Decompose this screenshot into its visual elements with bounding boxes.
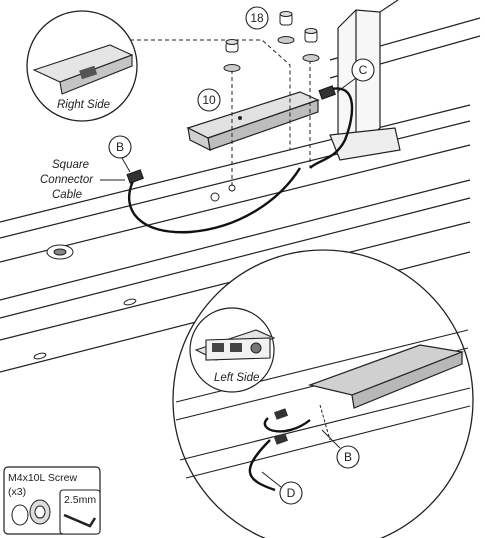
callout-d: D: [261, 471, 303, 505]
square-connector-cable: [127, 87, 354, 234]
left-side-detail: [172, 249, 474, 538]
callout-10-label: 10: [202, 93, 216, 107]
right-side-caption: Right Side: [57, 99, 110, 111]
screw-icon: [223, 39, 241, 72]
screw-spec-label: M4x10L Screw: [8, 472, 77, 484]
screw-qty-label: (x3): [8, 486, 26, 498]
right-side-detail: Right Side: [26, 10, 138, 122]
callout-d-label: D: [287, 486, 296, 500]
connector-plugs: [126, 85, 336, 184]
screw-icon: [277, 11, 295, 44]
callout-18: 18: [245, 6, 269, 30]
alignment-lines: [130, 39, 311, 188]
hex-key-icon: [63, 513, 97, 528]
callout-b-detail: B: [321, 429, 360, 469]
square-cable-line1: Square: [52, 159, 89, 171]
screws-top: [223, 11, 320, 72]
callout-10: 10: [197, 88, 221, 112]
square-cable-line2: Connector: [40, 174, 94, 186]
rail-holes: [33, 184, 236, 360]
callout-b-top-label: B: [116, 140, 124, 154]
square-cable-line3: Cable: [52, 189, 82, 201]
left-side-caption: Left Side: [214, 372, 259, 384]
callout-b-top: B: [108, 135, 132, 173]
hardware-box: M4x10L Screw (x3) 2.5mm: [3, 466, 101, 535]
callout-18-label: 18: [250, 11, 264, 25]
callout-c-label: C: [359, 63, 368, 77]
callout-b-detail-label: B: [344, 450, 352, 464]
callout-c: C: [336, 58, 375, 93]
square-cable-label: Square Connector Cable: [40, 159, 125, 201]
screw-hardware-icon: [11, 499, 51, 526]
tool-size-label: 2.5mm: [64, 494, 96, 506]
left-side-inset: Left Side: [189, 307, 276, 393]
screw-icon: [302, 28, 320, 62]
